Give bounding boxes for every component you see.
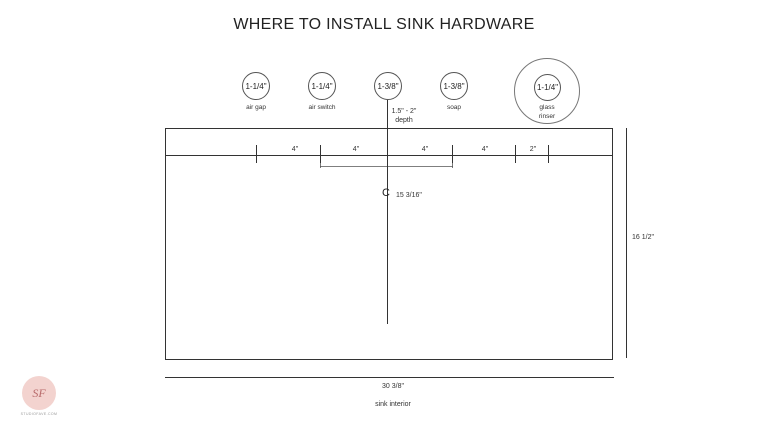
hole-air-switch-size: 1-1/4" [311, 81, 333, 91]
hole-air-switch: 1-1/4" [308, 72, 336, 100]
logo-initials: SF [32, 385, 46, 400]
hole-faucet: 1-3/8" [374, 72, 402, 100]
hole-air-gap: 1-1/4" [242, 72, 270, 100]
glass-rinser-label: glass rinser [538, 104, 556, 120]
center-measure: 15 3/16" [396, 192, 422, 199]
spacing-label-1: 4" [291, 146, 299, 153]
hole-glass-rinser: 1-1/4" [534, 74, 561, 101]
spacing-label-4: 4" [481, 146, 489, 153]
width-label: 30 3/8" [382, 383, 404, 390]
air-gap-label: air gap [246, 104, 266, 111]
hole-glass-rinser-size: 1-1/4" [536, 83, 559, 92]
spacing-label-5: 2" [529, 146, 537, 153]
spacing-label-3: 4" [421, 146, 429, 153]
center-mark: C [382, 187, 390, 199]
brand-logo: SF [22, 376, 56, 410]
hole-faucet-size: 1-3/8" [377, 81, 399, 91]
logo-tagline: STUDIOFAVE.COM [20, 412, 58, 416]
sink-outline [165, 128, 613, 360]
hole-air-gap-size: 1-1/4" [245, 81, 267, 91]
sink-interior-caption: sink interior [375, 401, 411, 408]
hole-soap: 1-3/8" [440, 72, 468, 100]
depth-label: 1.5" - 2" depth [391, 108, 417, 124]
spacing-label-2: 4" [352, 146, 360, 153]
hole-soap-size: 1-3/8" [443, 81, 465, 91]
height-label: 16 1/2" [632, 234, 654, 241]
glass-rinser-outer-ring [514, 58, 580, 124]
air-switch-label: air switch [308, 104, 336, 111]
soap-label: soap [446, 104, 462, 111]
page-title: WHERE TO INSTALL SINK HARDWARE [233, 16, 535, 33]
